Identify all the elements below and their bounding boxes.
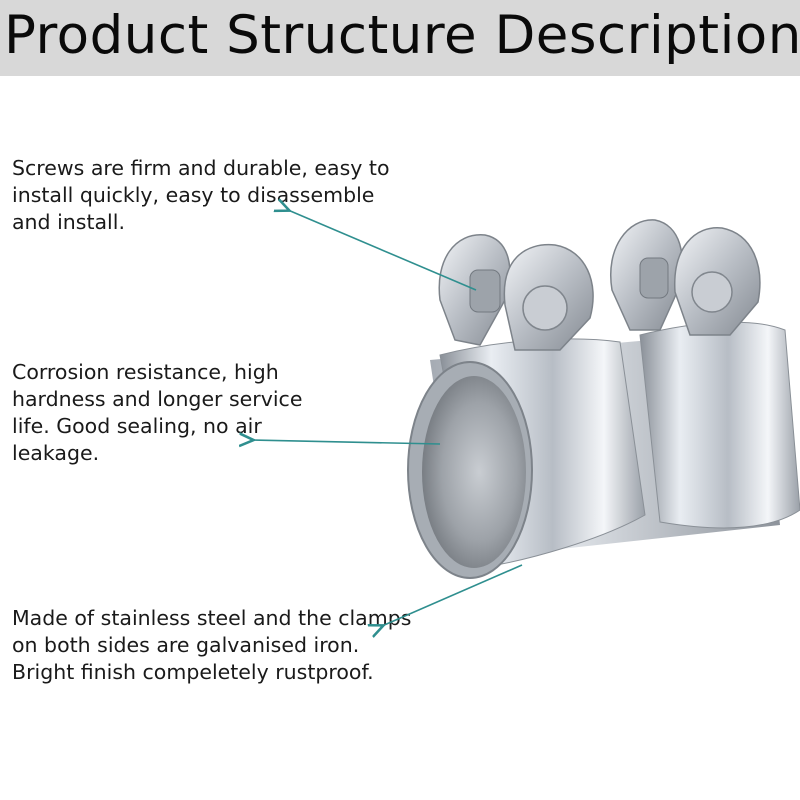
right-clamp-band <box>639 321 800 529</box>
callout-material: Made of stainless steel and the clamps o… <box>12 606 412 684</box>
callout-screws: Screws are firm and durable, easy to ins… <box>12 156 390 234</box>
pipe-opening <box>407 361 533 579</box>
callout-corrosion: Corrosion resistance, high hardness and … <box>12 360 303 465</box>
arrow-screws <box>288 210 477 291</box>
arrow-material <box>382 564 523 626</box>
left-screw-ears <box>438 234 594 351</box>
right-screw-ears <box>610 219 761 336</box>
page-title: Product Structure Description <box>4 5 800 66</box>
title-banner: Product Structure Description <box>0 0 800 76</box>
arrow-corrosion <box>252 440 441 444</box>
